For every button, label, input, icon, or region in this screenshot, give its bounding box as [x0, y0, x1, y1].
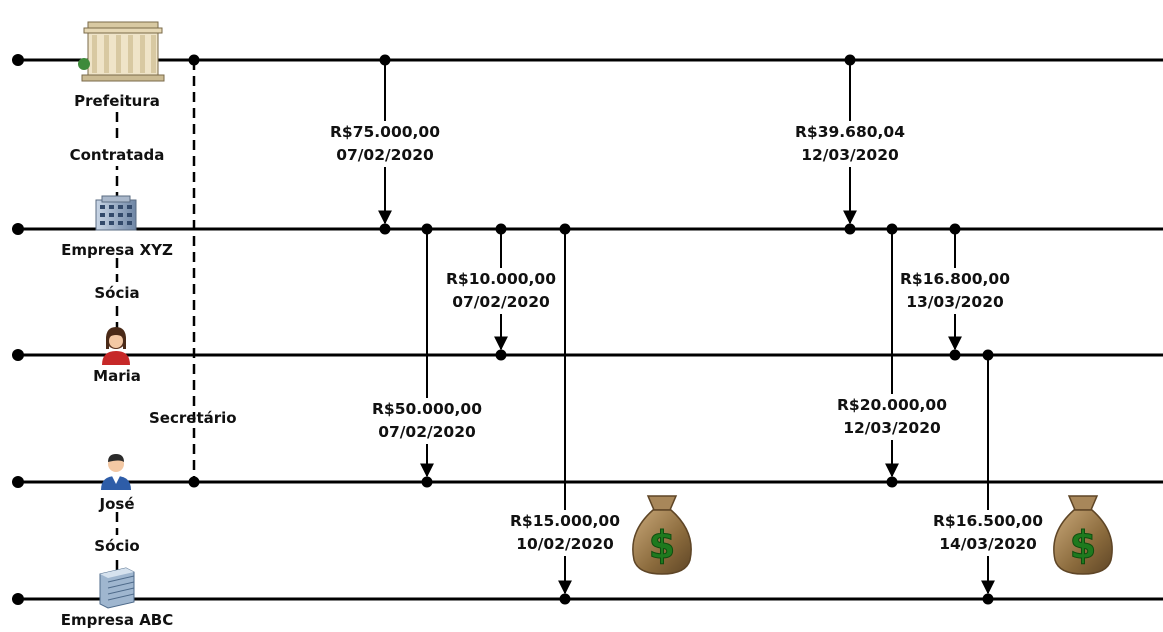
entity-label-prefeitura: Prefeitura: [74, 92, 160, 110]
transfer-amount: R$15.000,00: [510, 512, 620, 530]
entity-label-maria: Maria: [93, 367, 141, 385]
timeline-start-dot: [12, 593, 24, 605]
entity-label-empresa-abc: Empresa ABC: [60, 611, 174, 629]
transfer-dot: [559, 593, 571, 605]
transfer-dot: [421, 476, 433, 488]
transfer-date: 12/03/2020: [843, 419, 941, 437]
transfer-amount: R$75.000,00: [330, 123, 440, 141]
entity-label-jose: José: [99, 495, 135, 513]
timeline-start-dot: [12, 54, 24, 66]
transfer-dot: [379, 223, 391, 235]
transfer-date: 14/03/2020: [939, 535, 1037, 553]
transfer-dot: [886, 223, 898, 235]
transfer-label: R$75.000,00 07/02/2020: [328, 121, 442, 167]
relationship-label-socia: Sócia: [91, 282, 143, 304]
transfer-dot: [495, 349, 507, 361]
timeline-start-dot: [12, 349, 24, 361]
transfer-dot: [495, 223, 507, 235]
entity-label-empresa-xyz: Empresa XYZ: [61, 241, 173, 259]
transfer-amount: R$39.680,04: [795, 123, 905, 141]
relationship-label-socio: Sócio: [91, 535, 143, 557]
woman-avatar-icon: [102, 327, 130, 365]
transfer-date: 10/02/2020: [516, 535, 614, 553]
transfer-label: R$20.000,00 12/03/2020: [835, 394, 949, 440]
transfer-date: 07/02/2020: [378, 423, 476, 441]
transfer-label: R$16.500,00 14/03/2020: [931, 510, 1045, 556]
svg-text:$: $: [1070, 523, 1096, 567]
glass-building-icon: [99, 567, 135, 609]
transfer-label: R$39.680,04 12/03/2020: [793, 121, 907, 167]
transfer-dot: [421, 223, 433, 235]
transfer-dot: [982, 593, 994, 605]
transfer-date: 07/02/2020: [452, 293, 550, 311]
transfer-date: 07/02/2020: [336, 146, 434, 164]
transfer-dot: [949, 349, 961, 361]
transfer-date: 12/03/2020: [801, 146, 899, 164]
transfer-date: 13/03/2020: [906, 293, 1004, 311]
relationship-label-secretario: Secretário: [149, 409, 237, 427]
timeline-start-dot: [12, 476, 24, 488]
office-building-icon: [95, 195, 137, 231]
transfer-amount: R$16.800,00: [900, 270, 1010, 288]
relationship-dot: [188, 54, 200, 66]
transfer-amount: R$10.000,00: [446, 270, 556, 288]
transfer-dot: [844, 54, 856, 66]
transfer-label: R$10.000,00 07/02/2020: [444, 268, 558, 314]
timeline-start-dot: [12, 223, 24, 235]
transfer-dot: [379, 54, 391, 66]
transfer-dot: [982, 349, 994, 361]
transfer-dot: [886, 476, 898, 488]
city-hall-icon: [78, 21, 165, 82]
svg-text:$: $: [649, 523, 675, 567]
transfer-dot: [844, 223, 856, 235]
transfer-label: R$16.800,00 13/03/2020: [898, 268, 1012, 314]
money-bag-icon: $: [1053, 495, 1113, 575]
relationship-label-contratada: Contratada: [66, 144, 168, 166]
transfer-amount: R$50.000,00: [372, 400, 482, 418]
transfer-amount: R$16.500,00: [933, 512, 1043, 530]
man-avatar-icon: [101, 454, 131, 490]
money-bag-icon: $: [632, 495, 692, 575]
transfer-amount: R$20.000,00: [837, 396, 947, 414]
relationship-dot: [188, 476, 200, 488]
transfer-label: R$15.000,00 10/02/2020: [508, 510, 622, 556]
transfer-dot: [559, 223, 571, 235]
transfer-label: R$50.000,00 07/02/2020: [370, 398, 484, 444]
transfer-dot: [949, 223, 961, 235]
